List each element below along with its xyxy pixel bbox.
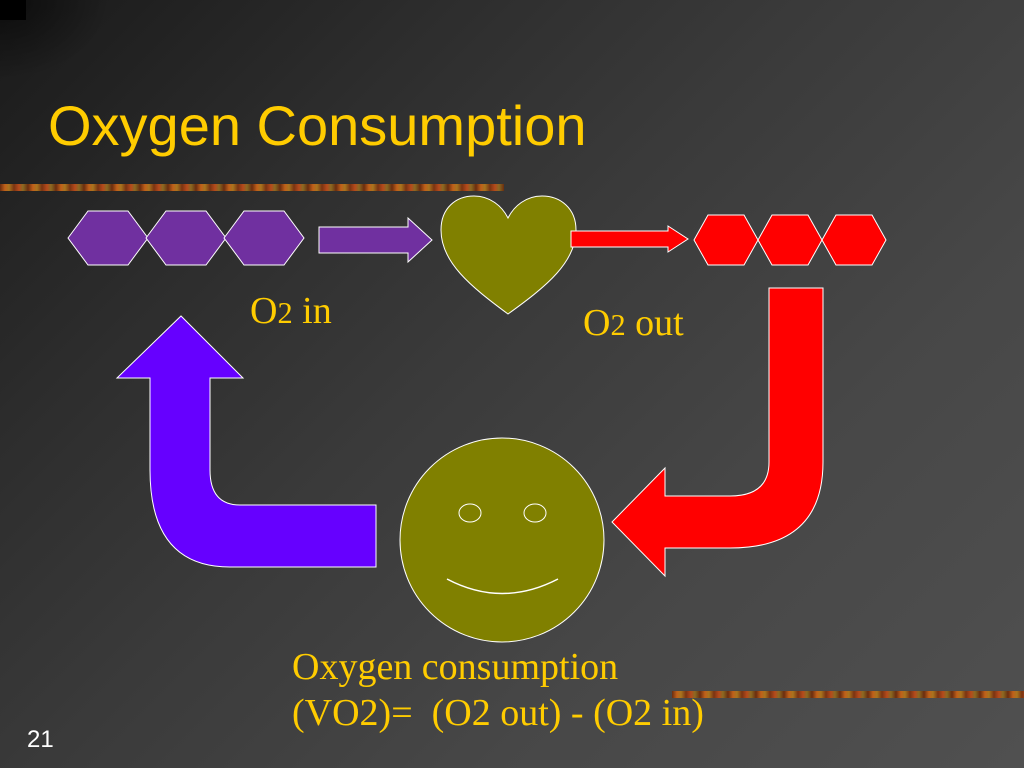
o2-in-subscript: 2 xyxy=(277,296,293,330)
corner-marker xyxy=(0,0,26,20)
left-eye xyxy=(458,503,482,523)
hexagon-icon xyxy=(145,210,227,266)
slide-number: 21 xyxy=(27,726,54,753)
hexagon-icon xyxy=(757,214,823,266)
heart-icon xyxy=(440,195,577,315)
decorative-band-top xyxy=(0,184,504,191)
smiley-face-icon xyxy=(399,437,605,643)
hexagon-icon xyxy=(821,214,887,266)
u-turn-arrow-icon xyxy=(611,287,824,578)
slide-title: Oxygen Consumption xyxy=(48,94,587,157)
o2-in-suffix: in xyxy=(292,290,332,332)
mouth xyxy=(446,578,559,595)
formula-caption: Oxygen consumption (VO2)= (O2 out) - (O2… xyxy=(292,644,704,736)
o2-out-subscript: 2 xyxy=(610,308,626,342)
hexagon-icon xyxy=(67,210,149,266)
o2-out-prefix: O xyxy=(583,302,611,344)
right-eye xyxy=(523,503,547,523)
u-turn-arrow-icon xyxy=(115,315,377,568)
caption-line-1: Oxygen consumption xyxy=(292,646,619,688)
o2-out-molecules xyxy=(693,214,887,266)
o2-in-label: O2 in xyxy=(250,288,332,336)
right-arrow-icon xyxy=(570,225,689,253)
hexagon-icon xyxy=(693,214,759,266)
decorative-band-bottom xyxy=(672,691,1024,698)
o2-in-prefix: O xyxy=(250,290,278,332)
o2-in-molecules xyxy=(67,210,305,266)
hexagon-icon xyxy=(223,210,305,266)
caption-line-2: (VO2)= (O2 out) - (O2 in) xyxy=(292,692,704,734)
right-arrow-icon xyxy=(318,216,433,264)
o2-out-suffix: out xyxy=(625,302,684,344)
o2-out-label: O2 out xyxy=(583,300,684,348)
